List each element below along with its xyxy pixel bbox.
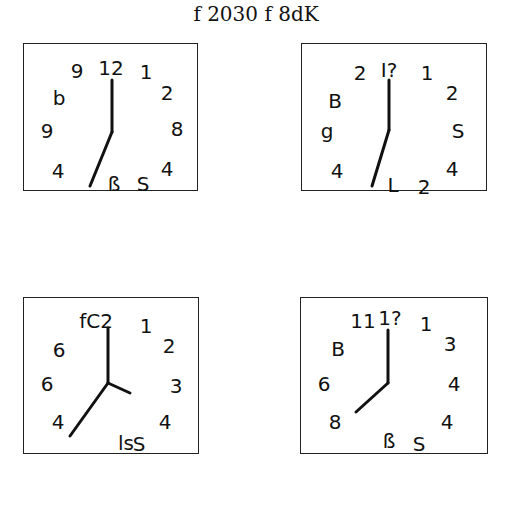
clock-numeral: 4 [161, 159, 174, 179]
clock-numeral: 1 [421, 63, 434, 83]
clock-numeral: 3 [444, 334, 457, 354]
clock-numeral: 3 [170, 376, 183, 396]
clock-numeral: 2 [418, 177, 431, 197]
clock-numeral: S [133, 434, 146, 454]
clock-numeral: S [413, 434, 426, 454]
clock-numeral: 2 [354, 63, 367, 83]
clock-numeral: 1 [140, 316, 153, 336]
clock-numeral: 6 [41, 374, 54, 394]
clock-numeral: 4 [331, 161, 344, 181]
clock-numeral: 1? [378, 308, 401, 328]
clock-numeral: 6 [53, 340, 66, 360]
clock-numeral: 1 [420, 314, 433, 334]
clock-numeral: 2 [446, 83, 459, 103]
clock-numeral: B [331, 339, 345, 359]
title: f 2030 f 8dK [193, 4, 318, 24]
clock-face: fC2 1 6 2 6 3 4 4 lsS [23, 297, 199, 454]
clock-numeral: 6 [318, 374, 331, 394]
clock-numeral: ls [118, 433, 134, 453]
clock-numeral: 8 [171, 119, 184, 139]
clock-numeral: 4 [159, 412, 172, 432]
clock-numeral: 9 [41, 121, 54, 141]
clock-face: 2I?1B2gS4L24 [301, 43, 487, 191]
clock-numeral: 4 [446, 159, 459, 179]
clock-numeral: 9 [71, 61, 84, 81]
clock-numeral: 2 [163, 336, 176, 356]
clock-numeral: B [328, 91, 342, 111]
clock-numeral: 4 [448, 374, 461, 394]
clock-numeral: S [137, 174, 150, 194]
clock-numeral: 4 [52, 161, 65, 181]
clock-face: 9 12 1 b 2 9 8 4 4 ßS [23, 43, 198, 191]
clock-numeral: S [452, 121, 465, 141]
clock-numeral: 2 [161, 83, 174, 103]
clock-numeral: L [387, 175, 398, 195]
clock-numeral: b [53, 88, 66, 108]
clock-numeral: 11 [350, 311, 375, 331]
clock-numeral: fC2 [79, 311, 113, 331]
clock-numeral: 4 [52, 412, 65, 432]
clock-face: 111?1B3648ßS4 [300, 297, 488, 454]
clock-numeral: I? [381, 60, 398, 80]
clock-numeral: g [321, 121, 334, 141]
clock-numeral: 12 [98, 58, 123, 78]
clock-numeral: 8 [329, 412, 342, 432]
clock-numeral: 4 [441, 412, 454, 432]
clock-numeral: ß [108, 174, 121, 194]
clock-numeral: 1 [140, 62, 153, 82]
clock-numeral: ß [383, 431, 396, 451]
